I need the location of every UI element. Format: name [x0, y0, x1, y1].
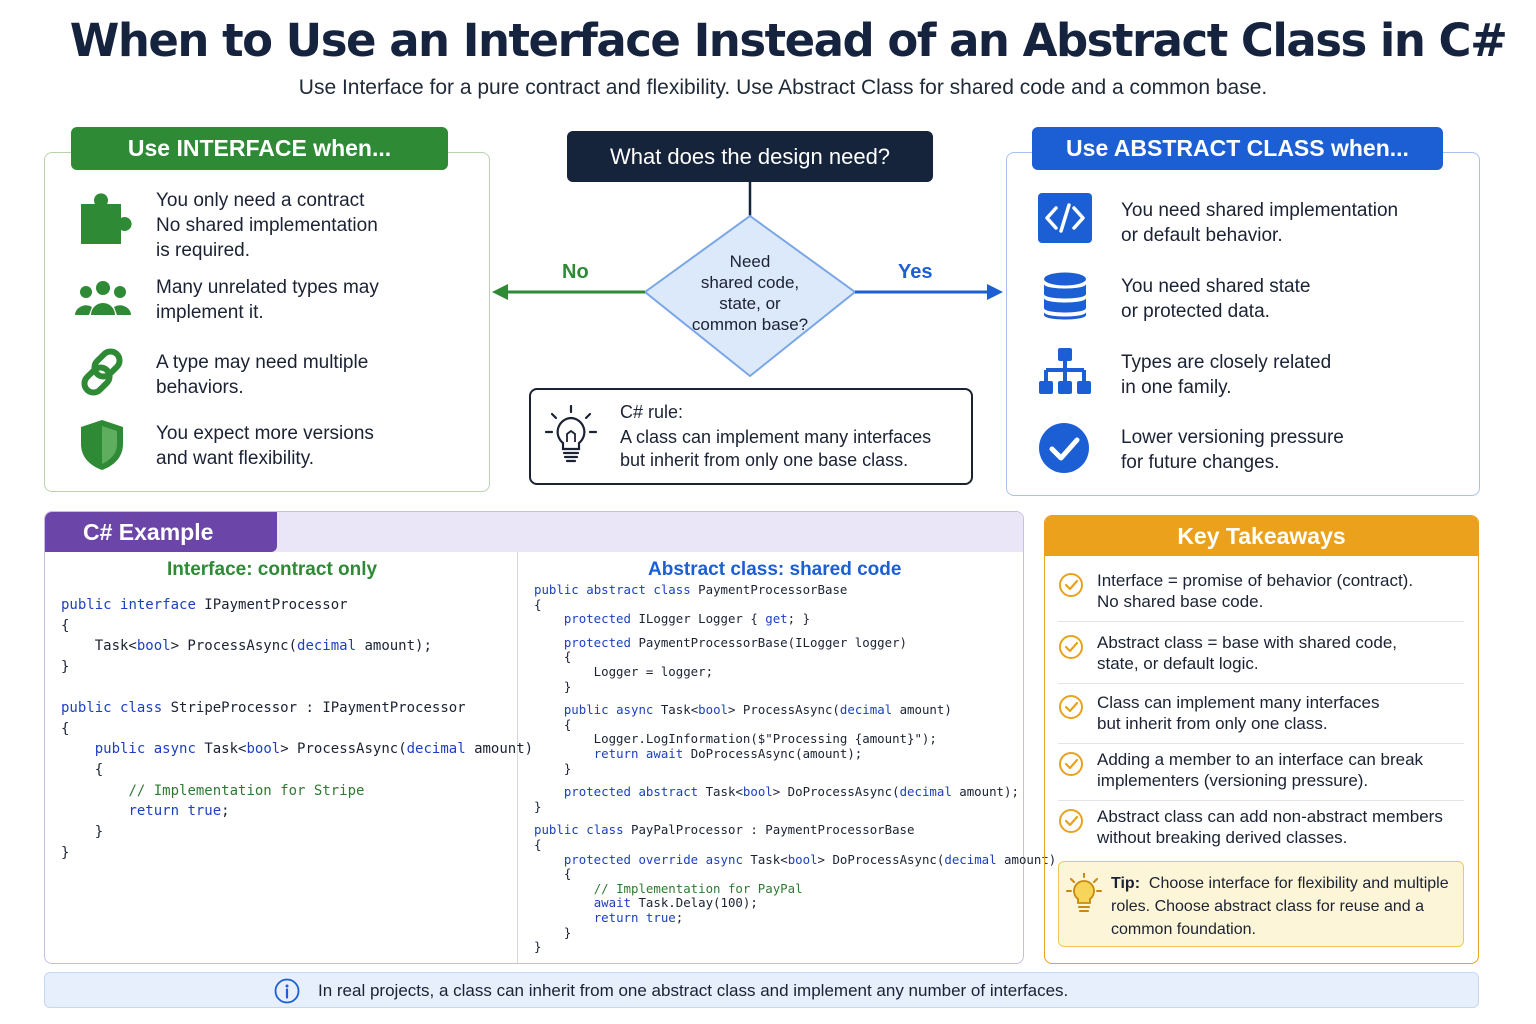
tip-body: Choose interface for flexibility and mul…	[1111, 875, 1449, 938]
database-icon	[1042, 272, 1088, 322]
people-icon	[72, 278, 134, 318]
abstract-code-line: // Implementation for PayPal	[593, 880, 803, 896]
rule-text: A class can implement many interfaces bu…	[620, 427, 932, 470]
yes-label: Yes	[898, 261, 933, 283]
abstract-code-block: public abstract class PaymentProcessorBa…	[534, 582, 1056, 960]
interface-code-line: public class StripeProcessor : IPaymentP…	[61, 699, 466, 716]
no-arrowhead	[492, 284, 508, 300]
abstract-item-3: Types are closely related in one family.	[1121, 352, 1332, 398]
interface-panel-heading: Use INTERFACE when...	[71, 127, 448, 170]
interface-code-line: return true;	[128, 803, 230, 820]
interface-item-3: A type may need multiple behaviors.	[156, 352, 369, 398]
interface-item-2: Many unrelated types may implement it.	[156, 277, 379, 323]
interface-code-line: }	[61, 844, 70, 861]
abstract-code-heading: Abstract class: shared code	[648, 559, 902, 580]
abstract-code-line: }	[534, 798, 542, 814]
takeaway-item: Abstract class can add non-abstract memb…	[1097, 807, 1443, 847]
abstract-code-line: }	[534, 939, 542, 955]
page-subtitle: Use Interface for a pure contract and fl…	[298, 76, 1268, 99]
page-title: When to Use an Interface Instead of an A…	[69, 14, 1508, 67]
takeaway-check-icon	[1058, 634, 1084, 665]
interface-code-line: public async Task<bool> ProcessAsync(dec…	[94, 741, 534, 758]
rule-title: C# rule:	[620, 402, 684, 422]
decision-text: Need shared code, state, or common base?	[691, 252, 809, 334]
footer-text: In real projects, a class can inherit fr…	[318, 981, 1069, 1000]
takeaway-item: Interface = promise of behavior (contrac…	[1097, 571, 1414, 611]
interface-code-line: }	[61, 659, 70, 676]
takeaway-check-icon	[1058, 572, 1084, 603]
takeaway-separator	[1058, 683, 1464, 684]
takeaway-separator	[1058, 800, 1464, 801]
abstract-item-2: You need shared state or protected data.	[1121, 276, 1311, 322]
example-panel: C# Example	[44, 511, 1024, 964]
interface-item-1: You only need a contract No shared imple…	[156, 190, 378, 261]
abstract-panel-heading: Use ABSTRACT CLASS when...	[1032, 127, 1443, 170]
abstract-code-line: }	[534, 924, 572, 940]
takeaway-item: Abstract class = base with shared code, …	[1097, 633, 1398, 673]
abstract-code-line: public async Task<bool> ProcessAsync(dec…	[563, 702, 952, 718]
interface-item-4: You expect more versions and want flexib…	[156, 423, 374, 469]
interface-code-heading: Interface: contract only	[167, 559, 378, 580]
abstract-code-line: await Task.Delay(100);	[593, 895, 758, 911]
interface-code-line: {	[61, 761, 104, 778]
interface-code-line: // Implementation for Stripe	[128, 782, 365, 799]
abstract-code-line: protected abstract Task<bool> DoProcessA…	[563, 784, 1019, 800]
takeaway-item: Adding a member to an interface can brea…	[1097, 750, 1424, 790]
interface-code-line: {	[61, 617, 70, 634]
example-divider	[517, 552, 518, 963]
design-question: What does the design need?	[567, 131, 933, 182]
takeaway-check-icon	[1058, 808, 1084, 839]
takeaway-check-icon	[1058, 751, 1084, 782]
abstract-item-1: You need shared implementation or defaul…	[1121, 200, 1399, 246]
abstract-code-line: {	[534, 866, 572, 882]
abstract-code-line: }	[534, 760, 572, 776]
yes-arrowhead	[987, 284, 1003, 300]
abstract-code-line: public abstract class PaymentProcessorBa…	[534, 582, 848, 597]
abstract-code-line: {	[534, 837, 542, 852]
interface-code-line: {	[61, 720, 70, 737]
abstract-code-line: }	[534, 678, 572, 694]
takeaway-separator	[1058, 621, 1464, 622]
abstract-code-line: return true;	[593, 910, 684, 925]
check-circle-icon	[1038, 422, 1090, 474]
csharp-rule-box	[529, 388, 973, 485]
example-heading: C# Example	[45, 512, 277, 552]
abstract-code-line: {	[534, 716, 572, 732]
abstract-code-line: protected PaymentProcessorBase(ILogger l…	[563, 634, 907, 650]
hierarchy-icon	[1039, 348, 1091, 396]
abstract-code-line: {	[534, 596, 542, 612]
takeaways-panel: Key Takeaways	[1044, 515, 1479, 964]
no-label: No	[562, 261, 589, 283]
abstract-code-line: protected override async Task<bool> DoPr…	[563, 851, 1057, 867]
interface-code-line: }	[61, 824, 104, 840]
takeaway-separator	[1058, 743, 1464, 744]
tip-text: Tip: Choose interface for flexibility an…	[1111, 872, 1451, 941]
tip-box	[1058, 861, 1464, 947]
interface-code-line: Task<bool> ProcessAsync(decimal amount);	[61, 638, 432, 655]
interface-code-block: public interface IPaymentProcessor { Task…	[61, 597, 533, 867]
takeaway-check-icon	[1058, 694, 1084, 725]
tip-label: Tip:	[1111, 875, 1141, 892]
abstract-code-line: Logger.LogInformation($"Processing {amou…	[534, 731, 937, 747]
info-icon	[274, 978, 300, 1004]
shield-icon	[78, 418, 126, 472]
lightbulb-icon	[543, 404, 599, 466]
link-icon	[76, 346, 128, 398]
abstract-code-line: Logger = logger;	[534, 664, 714, 679]
abstract-code-line: public class PayPalProcessor : PaymentPr…	[534, 822, 915, 838]
abstract-item-4: Lower versioning pressure for future cha…	[1121, 427, 1344, 473]
abstract-code-line: {	[534, 649, 572, 665]
takeaway-item: Class can implement many interfaces but …	[1097, 693, 1380, 733]
tip-lightbulb-icon	[1066, 873, 1102, 917]
interface-code-line: public interface IPaymentProcessor	[61, 597, 348, 613]
takeaways-heading: Key Takeaways	[1045, 516, 1478, 556]
abstract-code-line: protected ILogger Logger { get; }	[563, 611, 811, 627]
code-icon	[1038, 193, 1092, 243]
puzzle-icon	[76, 190, 136, 246]
abstract-code-line: return await DoProcessAsync(amount);	[593, 746, 863, 761]
decision-diamond	[643, 214, 857, 378]
